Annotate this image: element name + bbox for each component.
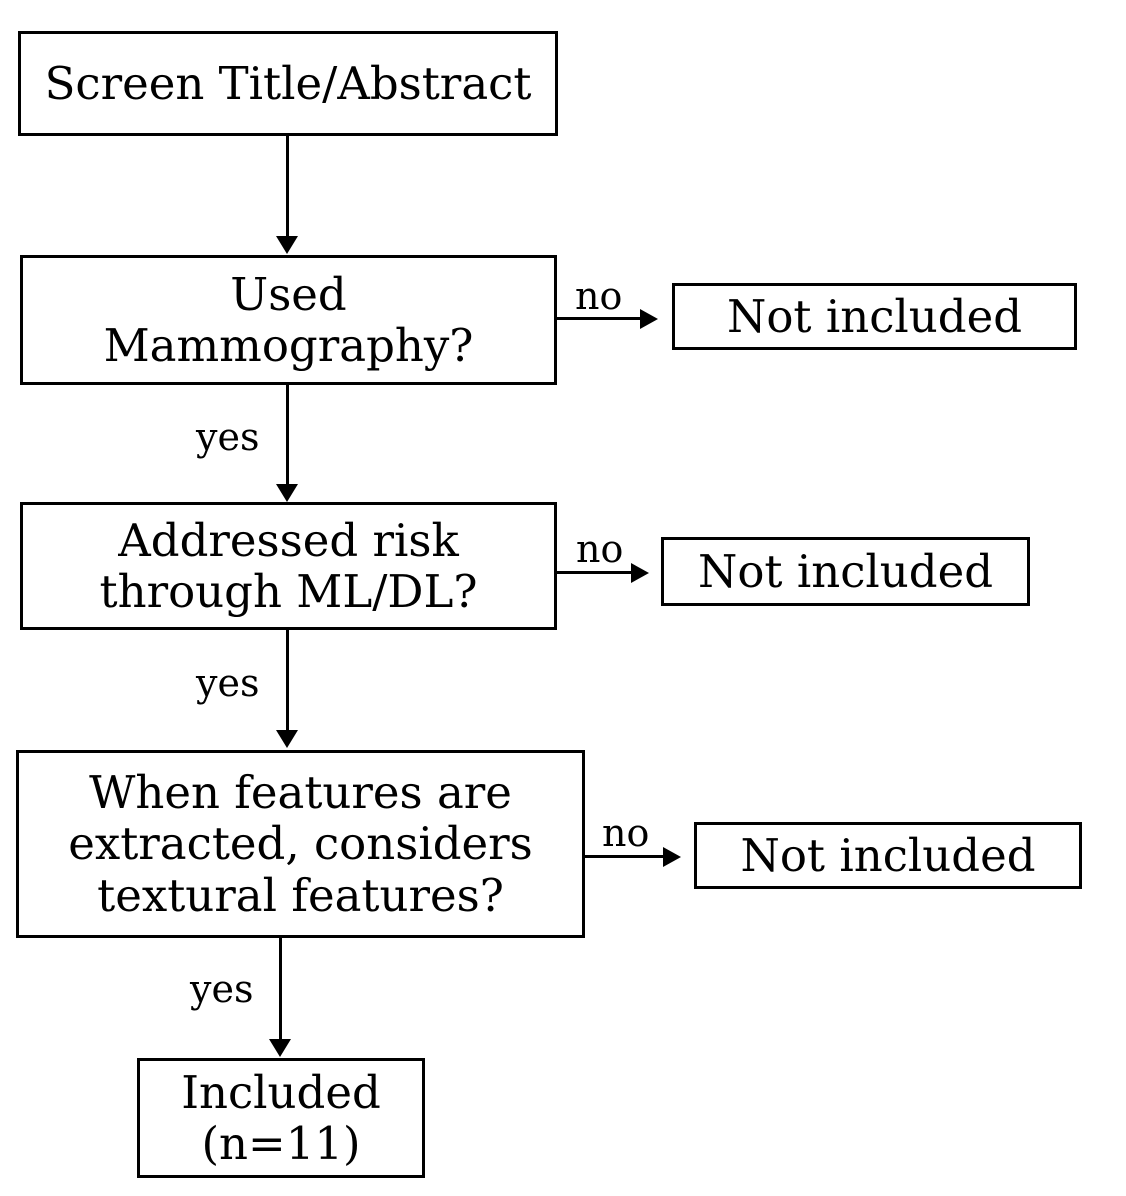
- node-not-included-2: Not included: [661, 537, 1030, 606]
- node-included: Included (n=11): [137, 1058, 425, 1178]
- arrowhead-mammography-to-not-included-1: [640, 309, 658, 329]
- connector-mammography-to-ml-dl: [286, 385, 289, 485]
- node-not-included-1: Not included: [672, 283, 1077, 350]
- edge-label-no-3: no: [602, 811, 650, 855]
- connector-screen-to-mammography: [286, 136, 289, 237]
- connector-ml-dl-to-not-included-2: [557, 571, 632, 574]
- arrowhead-mammography-to-ml-dl: [276, 484, 298, 502]
- node-not-included-2-label: Not included: [697, 544, 994, 598]
- arrowhead-ml-dl-to-textural: [276, 730, 298, 748]
- node-addressed-risk-ml-dl-label: Addressed risk through ML/DL?: [99, 513, 478, 618]
- arrowhead-textural-to-included: [269, 1039, 291, 1057]
- node-not-included-3-label: Not included: [740, 828, 1036, 882]
- node-included-label: Included (n=11): [181, 1065, 381, 1170]
- node-used-mammography-label: Used Mammography?: [103, 267, 474, 372]
- node-textural-features: When features are extracted, considers t…: [16, 750, 585, 938]
- node-screen-title-abstract-label: Screen Title/Abstract: [44, 56, 532, 110]
- node-textural-features-label: When features are extracted, considers t…: [68, 766, 533, 922]
- arrowhead-screen-to-mammography: [276, 236, 298, 254]
- node-not-included-1-label: Not included: [726, 289, 1023, 343]
- node-screen-title-abstract: Screen Title/Abstract: [18, 31, 558, 136]
- edge-label-no-1: no: [575, 274, 623, 318]
- arrowhead-textural-to-not-included-3: [663, 847, 681, 867]
- edge-label-yes-3: yes: [190, 967, 254, 1011]
- connector-ml-dl-to-textural: [286, 630, 289, 731]
- edge-label-no-2: no: [576, 527, 624, 571]
- node-used-mammography: Used Mammography?: [20, 255, 557, 385]
- edge-label-yes-1: yes: [196, 415, 260, 459]
- node-addressed-risk-ml-dl: Addressed risk through ML/DL?: [20, 502, 557, 630]
- connector-textural-to-included: [279, 938, 282, 1040]
- connector-textural-to-not-included-3: [585, 855, 664, 858]
- arrowhead-ml-dl-to-not-included-2: [631, 563, 649, 583]
- edge-label-yes-2: yes: [196, 661, 260, 705]
- node-not-included-3: Not included: [694, 822, 1082, 889]
- connector-mammography-to-not-included-1: [557, 317, 641, 320]
